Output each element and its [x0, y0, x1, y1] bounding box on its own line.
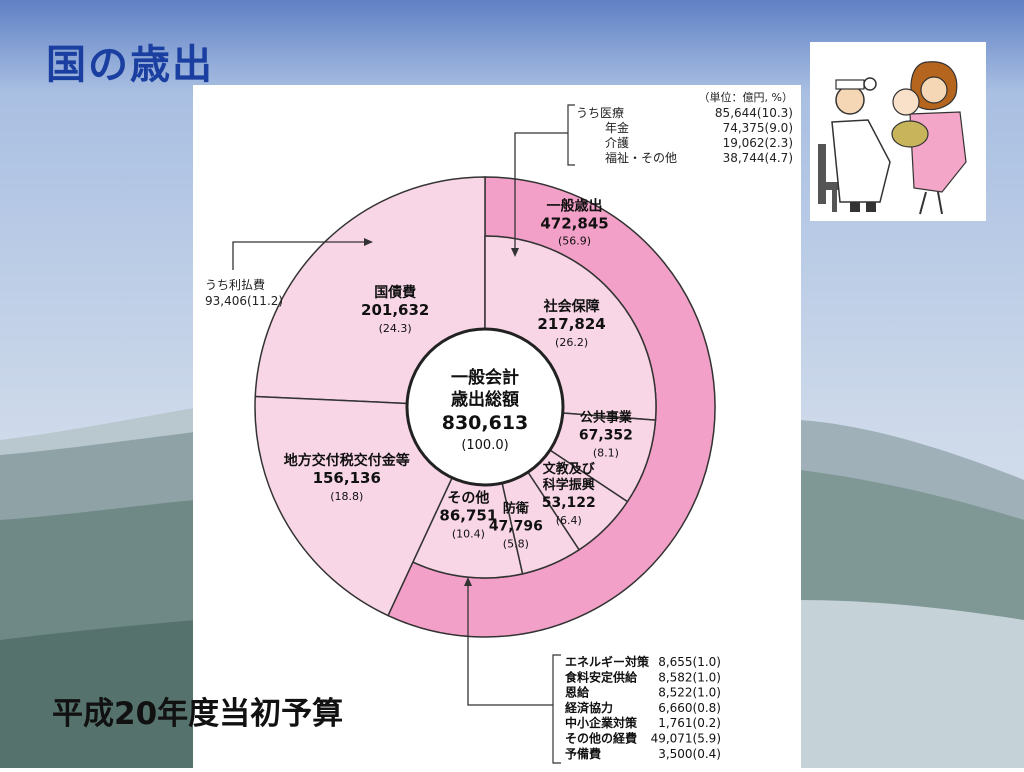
slice-pct: (6.4): [556, 514, 582, 527]
center-label: 一般会計: [451, 367, 519, 388]
ring-pct: (56.9): [558, 234, 591, 247]
other-item-label: エネルギー対策: [565, 654, 650, 669]
slice-label: 公共事業: [580, 409, 633, 425]
social-item-label: 年金: [605, 120, 629, 135]
other-item-label: 経済協力: [565, 700, 613, 715]
social-item-value: 19,062(2.3): [723, 136, 793, 150]
baby-icon: [892, 88, 920, 116]
slice-label: その他: [447, 489, 489, 506]
center-pct: (100.0): [461, 438, 508, 453]
social-item-label: 介護: [605, 135, 629, 150]
unit-note-group: （単位：億円, %）: [699, 90, 793, 104]
slice-value: 201,632: [361, 301, 429, 319]
other-breakdown-box: エネルギー対策 8,655(1.0) 食料安定供給 8,582(1.0) 恩給 8,522…: [552, 654, 721, 764]
slice-value: 47,796: [489, 519, 543, 535]
social-breakdown-box: うち医療 85,644(10.3) 年金 74,375(9.0) 介護 19,062(2.…: [567, 104, 793, 166]
social-item-label: うち医療: [576, 106, 624, 120]
social-item-value: 38,744(4.7): [723, 151, 793, 165]
doctor-icon: [835, 85, 865, 115]
slice-value: 86,751: [439, 506, 497, 524]
slice-value: 67,352: [579, 427, 633, 443]
unit-note: （単位：億円, %）: [699, 90, 793, 104]
slice-pct: (18.8): [330, 490, 363, 503]
social-item-value: 74,375(9.0): [723, 121, 793, 135]
slice-pct: (26.2): [555, 336, 588, 349]
other-item-value: 8,655(1.0): [658, 655, 721, 669]
other-item-label: 予備費: [565, 746, 601, 761]
interest-note: うち利払費 93,406(11.2): [205, 277, 283, 308]
slice-label: 地方交付税交付金等: [284, 452, 410, 469]
slice-label: 文教及び: [543, 461, 596, 477]
slice-label: 科学振興: [543, 477, 595, 493]
other-item-label: その他の経費: [565, 731, 637, 746]
slice-value: 53,122: [542, 495, 596, 511]
slice-label: 国債費: [374, 284, 416, 301]
other-item-value: 3,500(0.4): [658, 747, 721, 761]
other-item-label: 中小企業対策: [565, 715, 638, 730]
center-label: 歳出総額: [451, 389, 519, 410]
interest-value: 93,406(11.2): [205, 294, 283, 308]
chair-icon: [818, 144, 826, 204]
center-total: 830,613: [442, 412, 529, 434]
other-item-value: 6,660(0.8): [658, 701, 721, 715]
social-item-label: 福祉・その他: [605, 150, 677, 165]
slide-subtitle: 平成20年度当初予算: [52, 696, 344, 732]
slice-label: 社会保障: [543, 298, 600, 315]
slice-value: 156,136: [313, 469, 381, 487]
callout-arrows: [232, 132, 568, 706]
other-item-value: 1,761(0.2): [658, 716, 721, 730]
slice-pct: (10.4): [452, 527, 485, 540]
other-item-label: 食料安定供給: [564, 669, 638, 684]
interest-label: うち利払費: [205, 277, 265, 292]
other-item-value: 8,522(1.0): [658, 686, 721, 700]
slice-pct: (8.1): [593, 446, 619, 459]
social-item-value: 85,644(10.3): [715, 106, 793, 120]
ring-label: 一般歳出: [547, 197, 603, 214]
slice-pct: (24.3): [379, 322, 412, 335]
ring-value: 472,845: [540, 214, 608, 232]
slice-pct: (5.8): [503, 538, 529, 551]
other-item-value: 49,071(5.9): [651, 732, 721, 746]
slice-label: 防衛: [503, 501, 529, 517]
center-circle: [405, 327, 565, 487]
other-item-value: 8,582(1.0): [658, 670, 721, 684]
slide-title: 国の歳出: [46, 42, 214, 88]
doctor-clipart: [810, 42, 986, 221]
slice-value: 217,824: [537, 315, 605, 333]
other-item-label: 恩給: [565, 685, 590, 700]
